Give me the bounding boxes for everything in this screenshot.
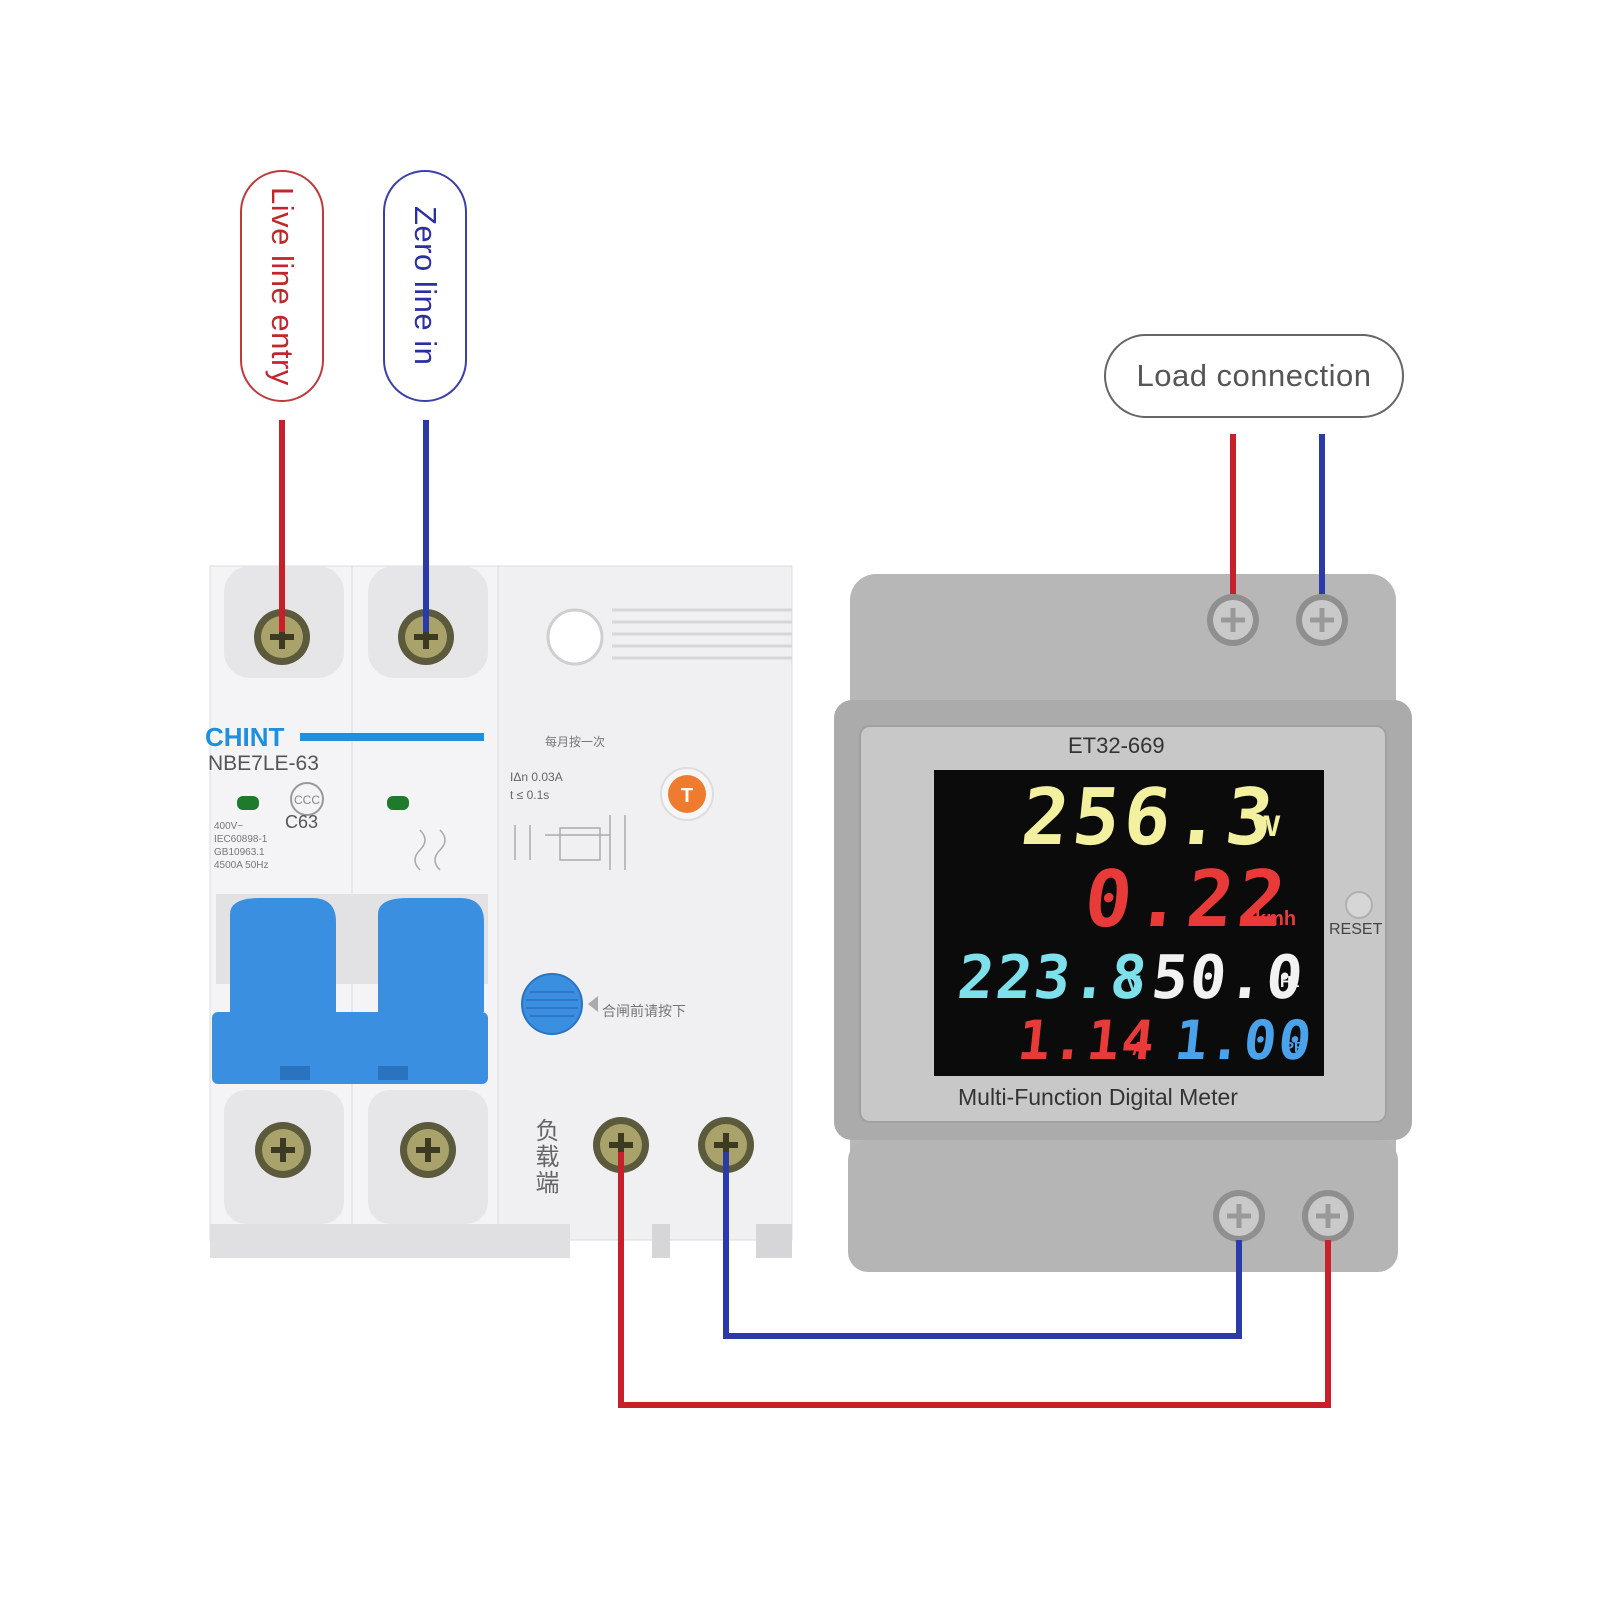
terminal-screw-icon: [255, 1122, 311, 1178]
breaker-brand: CHINT: [205, 722, 285, 752]
terminal-screw-icon: [1302, 1190, 1354, 1242]
live-line-text: Live line entry: [265, 186, 300, 386]
rcd-test-note: 每月按一次: [545, 735, 606, 749]
terminal-screw-icon: [593, 1117, 649, 1173]
terminal-screw-icon: [400, 1122, 456, 1178]
circuit-breaker: CCC T: [209, 565, 793, 1258]
breaker-spec-iec: IEC60898-1: [214, 834, 268, 845]
indicator-led-icon: [237, 796, 259, 810]
load-connection-label: Load connection: [1104, 334, 1404, 418]
terminal-screw-icon: [1213, 1190, 1265, 1242]
meter-model: ET32-669: [1068, 733, 1165, 758]
energy-unit: kmh: [1255, 908, 1297, 930]
rcd-trip-time: t ≤ 0.1s: [510, 788, 550, 802]
load-connection-text: Load connection: [1136, 358, 1372, 393]
breaker-rating: C63: [285, 812, 319, 832]
indicator-led-icon: [387, 796, 409, 810]
current-unit: A: [1132, 1039, 1145, 1059]
lcd-screen: [934, 770, 1324, 1076]
breaker-spec-gb: GB10963.1: [214, 847, 265, 858]
voltage-unit: V: [1126, 971, 1141, 996]
terminal-screw-icon: [398, 609, 454, 665]
terminal-screw-icon: [1207, 594, 1259, 646]
svg-text:CCC: CCC: [294, 793, 320, 807]
power-factor-unit: PF: [1284, 1039, 1304, 1056]
breaker-spec-capacity: 4500A 50Hz: [214, 860, 269, 871]
terminal-screw-icon: [254, 609, 310, 665]
rcd-rated-current: IΔn 0.03A: [510, 770, 563, 784]
reset-label: RESET: [1329, 921, 1383, 938]
reset-button-icon: [1345, 891, 1373, 919]
zero-line-label: Zero line in: [383, 170, 467, 402]
terminal-screw-icon: [698, 1117, 754, 1173]
breaker-handle: [212, 1012, 488, 1084]
zero-line-text: Zero line in: [408, 206, 443, 366]
meter-title: Multi-Function Digital Meter: [958, 1084, 1238, 1110]
neutral-link-wire: [723, 1152, 1242, 1339]
frequency-unit: Hz: [1280, 974, 1300, 991]
live-line-label: Live line entry: [240, 170, 324, 402]
voltage-reading: 223.8: [954, 943, 1153, 1013]
digital-meter: [834, 574, 1412, 1272]
breaker-model: NBE7LE-63: [208, 752, 319, 775]
terminal-screw-icon: [1296, 594, 1348, 646]
live-link-wire: [618, 1152, 1331, 1408]
power-unit: W: [1252, 810, 1281, 843]
breaker-spec-voltage: 400V~: [214, 821, 244, 832]
rcd-reset-note: 合闸前请按下: [602, 1003, 686, 1019]
svg-text:T: T: [681, 785, 693, 807]
power-reading: 256.3: [1017, 773, 1282, 863]
load-terminal-label: 负载端: [531, 1118, 558, 1196]
